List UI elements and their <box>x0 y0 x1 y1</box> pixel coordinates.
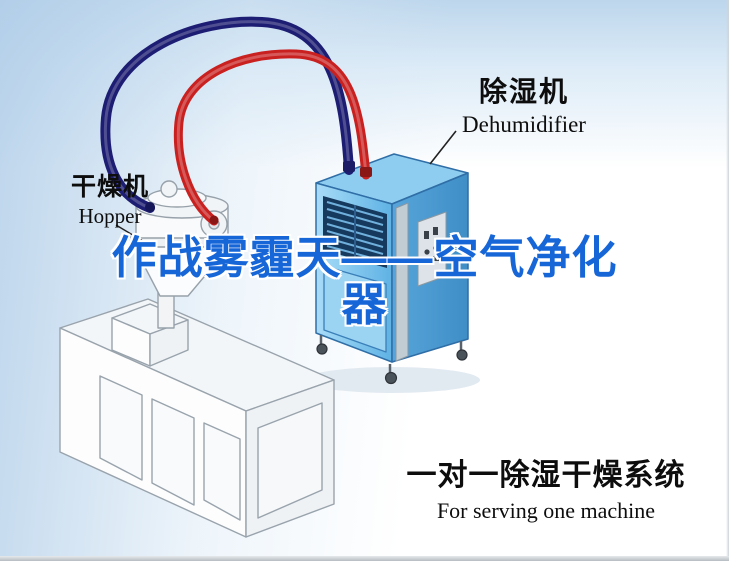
cabinet-edge-strip <box>395 202 409 362</box>
watermark-line1: 作战雾霾天——空气净化 <box>111 232 618 283</box>
extruder-door-panel <box>99 375 143 481</box>
watermark-text: 作战雾霾天——空气净化 器 <box>0 234 729 329</box>
air-hose-navy <box>100 16 354 213</box>
casters <box>316 335 468 385</box>
control-panel <box>417 211 447 287</box>
control-buttons <box>423 227 440 265</box>
dehumidifier-label-en: Dehumidifier <box>462 112 586 137</box>
bottom-border <box>0 556 729 561</box>
caption: 一对一除湿干燥系统 For serving one machine <box>398 450 694 524</box>
red-hose-fitting <box>360 167 372 177</box>
hose-fittings <box>145 161 372 225</box>
dehumidifier-label: 除湿机 Dehumidifier <box>446 70 602 138</box>
air-hose-red <box>173 49 371 226</box>
red-hose-hopper-fitting <box>209 215 219 225</box>
dehumidifier-label-zh: 除湿机 <box>478 76 569 107</box>
hopper-label-zh: 干燥机 <box>70 173 149 201</box>
dehumidifier-cabinet <box>315 153 469 385</box>
hopper-label-en: Hopper <box>78 204 142 228</box>
right-border <box>726 0 729 561</box>
dehumidifier-pointer-line <box>429 130 457 165</box>
caption-en: For serving one machine <box>436 498 656 523</box>
vent-slats <box>326 201 384 262</box>
extruder-door-panel <box>151 398 195 506</box>
caption-zh: 一对一除湿干燥系统 <box>406 459 686 492</box>
hopper-pointer-line <box>115 224 147 244</box>
navy-hose-fitting <box>343 161 355 172</box>
watermark-line2: 器 <box>341 279 388 331</box>
extruder-door-panel <box>203 422 241 521</box>
extruder-side-panel <box>257 402 323 519</box>
cabinet-door <box>323 265 387 353</box>
hopper-label: 干燥机 Hopper <box>40 167 180 229</box>
navy-hose-hopper-fitting <box>145 202 155 212</box>
extruder-machine <box>59 298 335 538</box>
